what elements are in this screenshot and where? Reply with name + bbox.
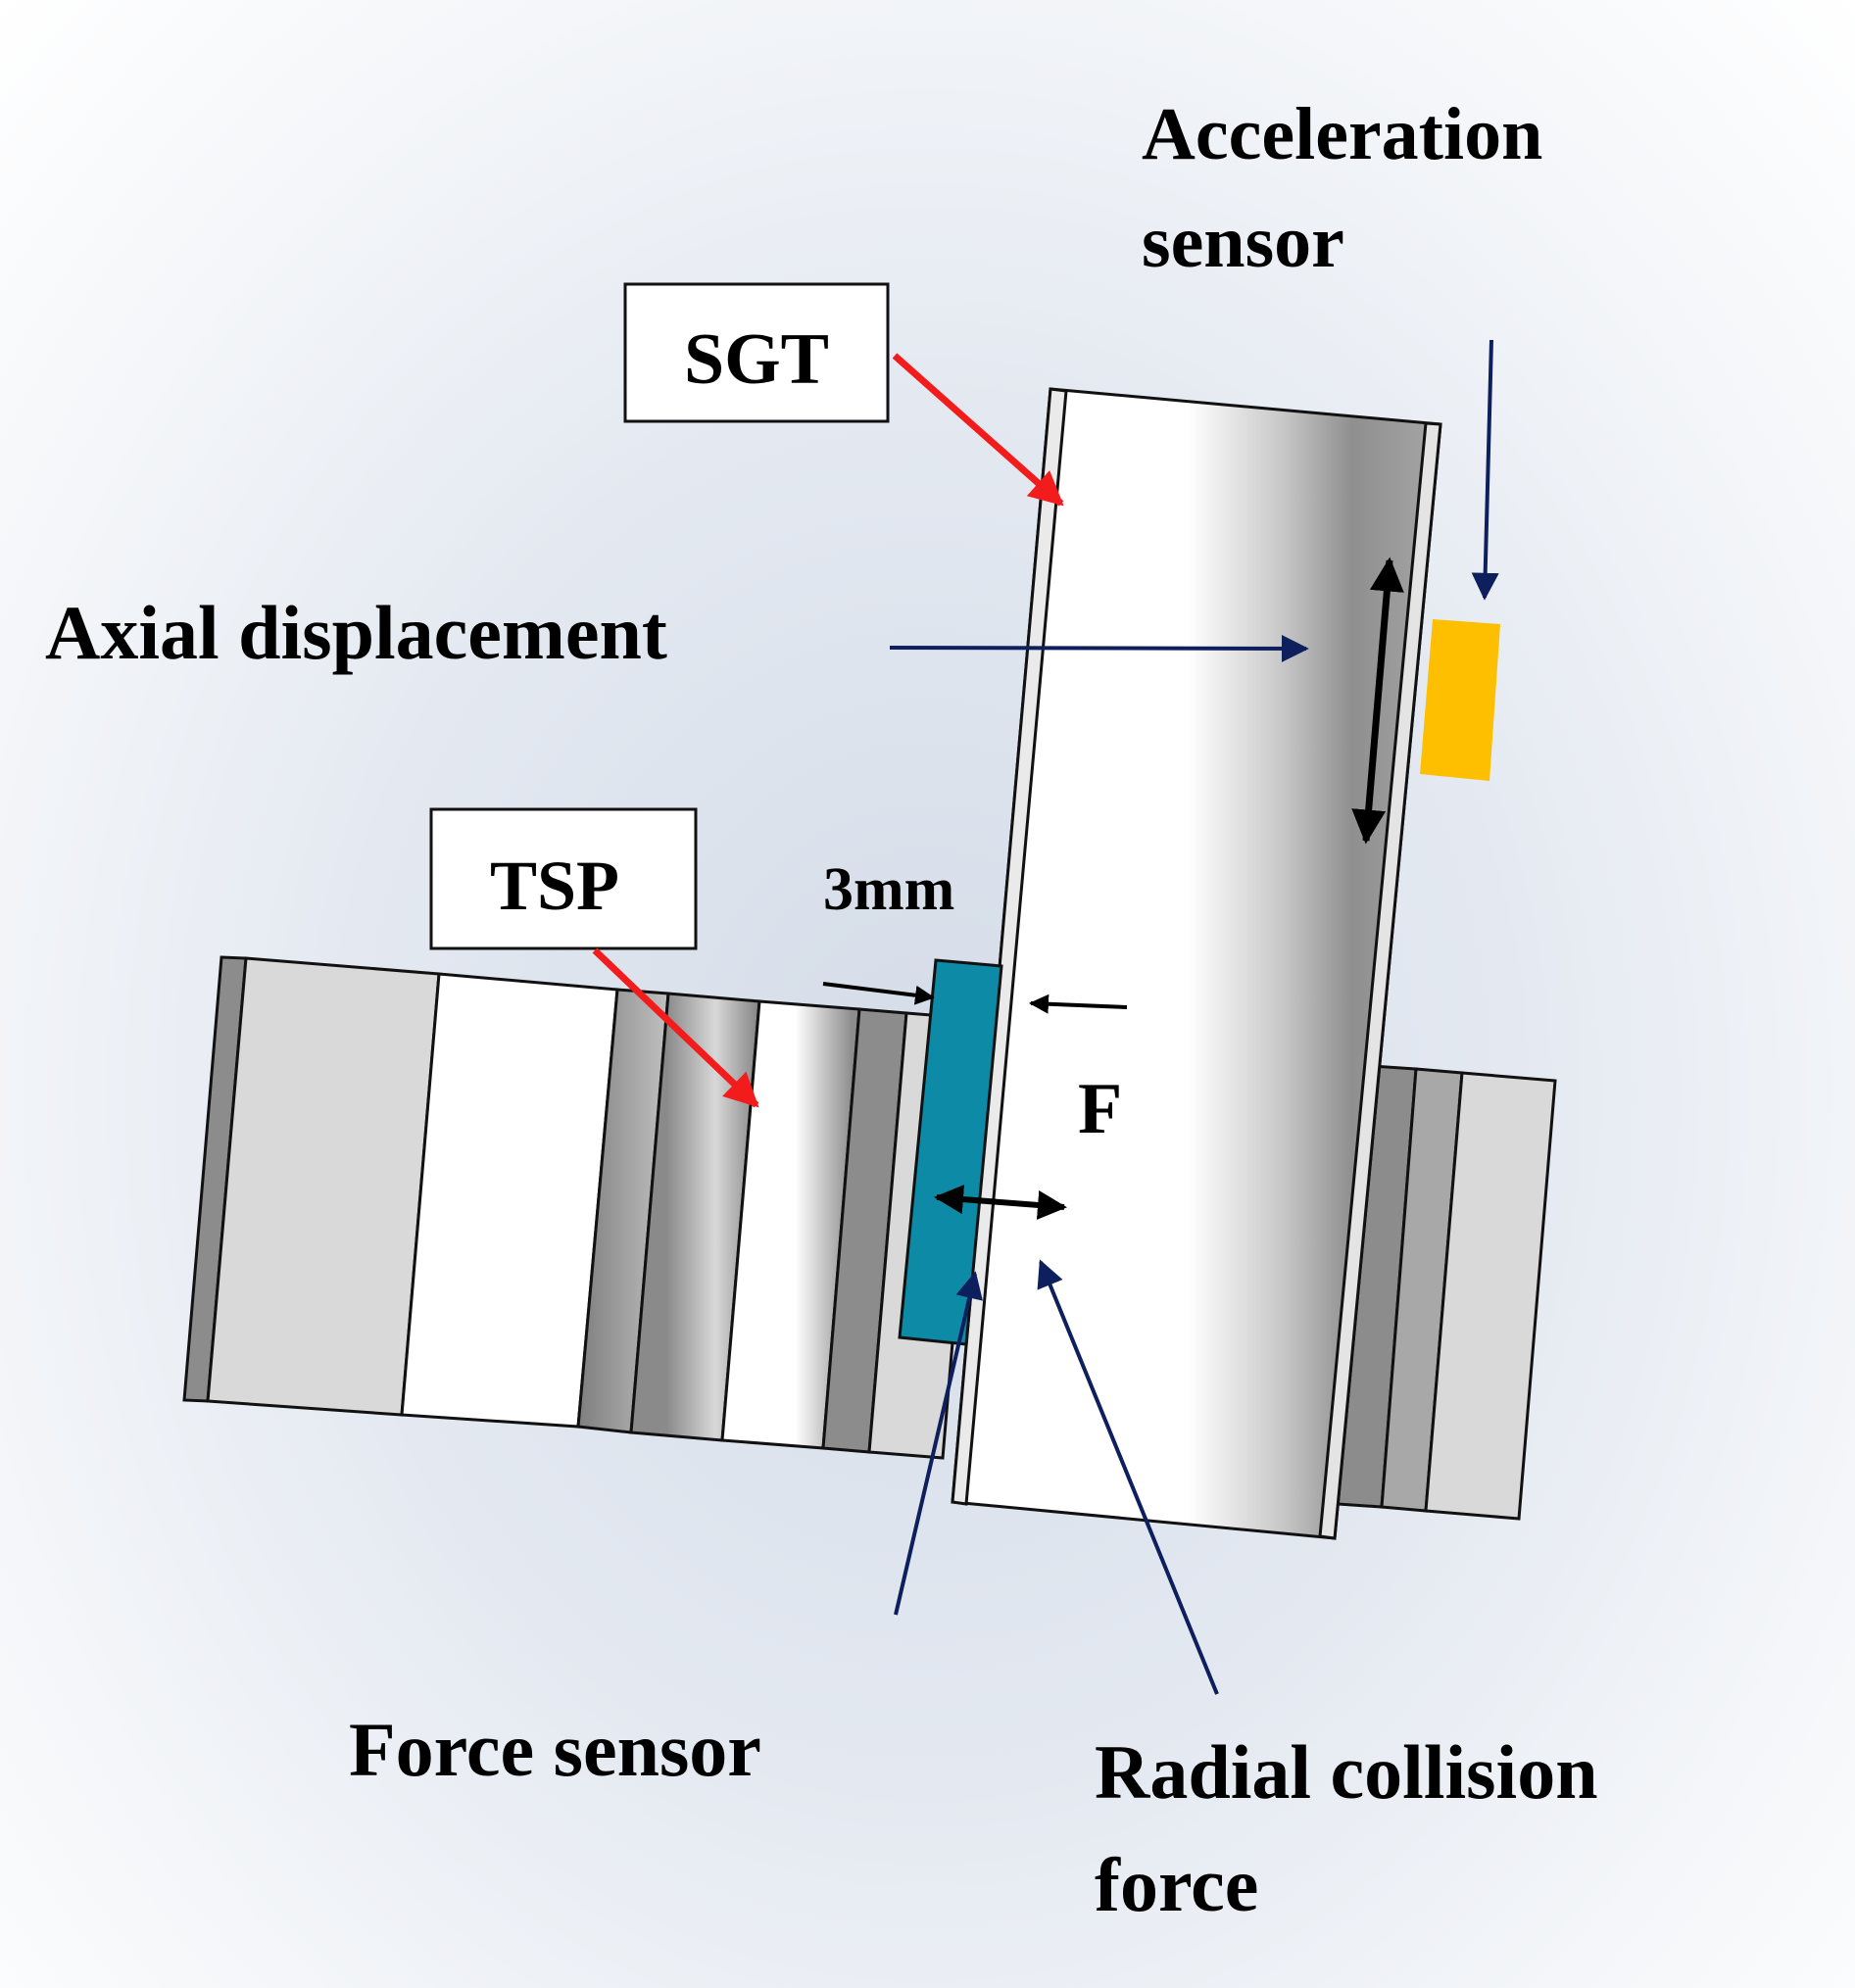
force-sensor-label: Force sensor <box>349 1707 761 1792</box>
sgt-tube <box>951 387 1442 1540</box>
force-sensor-block <box>898 958 1003 1346</box>
tsp-right-segment <box>1424 1071 1557 1521</box>
sgt-label: SGT <box>684 319 829 400</box>
gap-dimension-label: 3mm <box>823 856 954 923</box>
axial-motion-double-arrow <box>1351 557 1404 845</box>
sgt-label-box <box>623 282 890 423</box>
acceleration-callout-arrow <box>1471 339 1499 601</box>
sgt-callout-arrow <box>892 353 1064 507</box>
axial-displacement-callout-arrow <box>889 634 1309 662</box>
axial-displacement-label: Axial displacement <box>45 590 667 675</box>
radial-collision-callout-arrow <box>1037 1259 1219 1695</box>
tsp-label: TSP <box>490 847 619 925</box>
acceleration-sensor-label-line1: Acceleration <box>1142 93 1542 175</box>
radial-collision-force-label-line2: force <box>1095 1842 1258 1927</box>
gap-dimension-arrow-left <box>822 982 935 1005</box>
force-f-label: F <box>1078 1069 1122 1149</box>
acceleration-sensor-block <box>1420 619 1500 781</box>
radial-force-double-arrow <box>934 1185 1067 1220</box>
force-sensor-callout-arrow <box>894 1271 983 1616</box>
gap-dimension-arrow-right <box>1029 994 1128 1014</box>
tsp-label-box <box>429 807 698 950</box>
acceleration-sensor-label-line2: sensor <box>1142 201 1344 283</box>
tsp-segment-1 <box>206 956 441 1417</box>
sgt-right-wall <box>1318 421 1442 1540</box>
radial-collision-force-label-line1: Radial collision <box>1095 1729 1598 1815</box>
tsp-callout-arrow <box>592 947 759 1108</box>
